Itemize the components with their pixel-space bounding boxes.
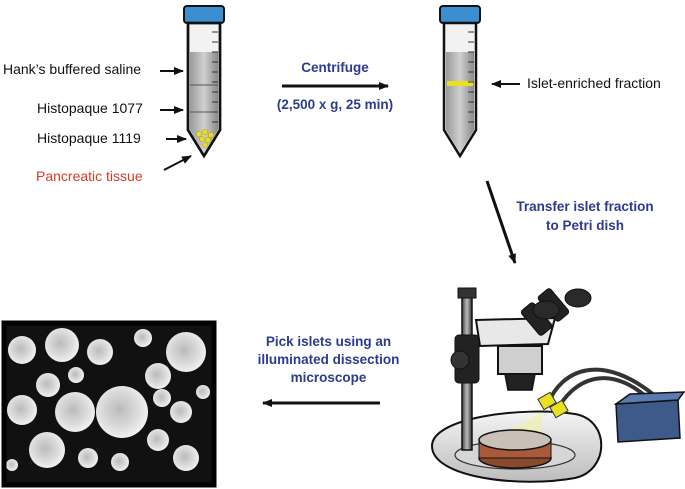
step-pick-line2: illuminated dissection bbox=[246, 351, 411, 369]
step-centrifuge-params: (2,500 x g, 25 min) bbox=[255, 96, 415, 114]
step-transfer-line1: Transfer islet fraction bbox=[500, 198, 670, 216]
label-histopaque-1077: Histopaque 1077 bbox=[37, 100, 143, 116]
label-pancreatic-tissue: Pancreatic tissue bbox=[36, 168, 143, 184]
dissection-microscope bbox=[432, 288, 684, 482]
tube-after-centrifuge bbox=[440, 6, 480, 156]
step-centrifuge: Centrifuge bbox=[280, 59, 390, 77]
label-hanks-saline: Hank’s buffered saline bbox=[3, 61, 141, 77]
step-pick-line1: Pick islets using an bbox=[246, 333, 411, 351]
tube-before-centrifuge bbox=[184, 6, 224, 156]
step-transfer-line2: to Petri dish bbox=[500, 217, 670, 235]
label-histopaque-1119: Histopaque 1119 bbox=[37, 130, 141, 146]
petri-dish bbox=[479, 430, 551, 468]
step-pick-line3: microscope bbox=[246, 369, 411, 387]
islet-micrograph bbox=[4, 323, 214, 485]
label-islet-enriched-fraction: Islet-enriched fraction bbox=[527, 75, 661, 91]
